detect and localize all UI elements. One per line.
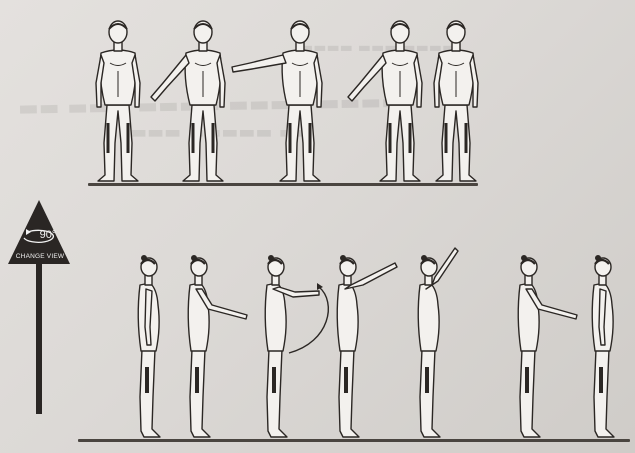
arm [145,289,152,345]
legs [190,349,210,437]
side-figure [337,255,397,437]
sign-post [36,258,42,414]
motion-arrowhead-icon [317,283,323,290]
legs [420,349,440,437]
legs [594,349,614,437]
side-figure [418,248,458,437]
torso [418,283,439,351]
legs [267,349,287,437]
torso [337,283,358,351]
legs [140,349,160,437]
side-figure [592,255,614,437]
change-view-sign: 90° CHANGE VIEW [6,198,72,418]
legs [339,349,359,437]
angle-label: 90° [28,230,68,241]
side-figure [518,255,577,437]
side-figure [265,255,328,437]
side-figure [188,255,247,437]
change-view-label: CHANGE VIEW [8,254,72,261]
side-figure [138,255,160,437]
legs [520,349,540,437]
arm [599,289,606,345]
